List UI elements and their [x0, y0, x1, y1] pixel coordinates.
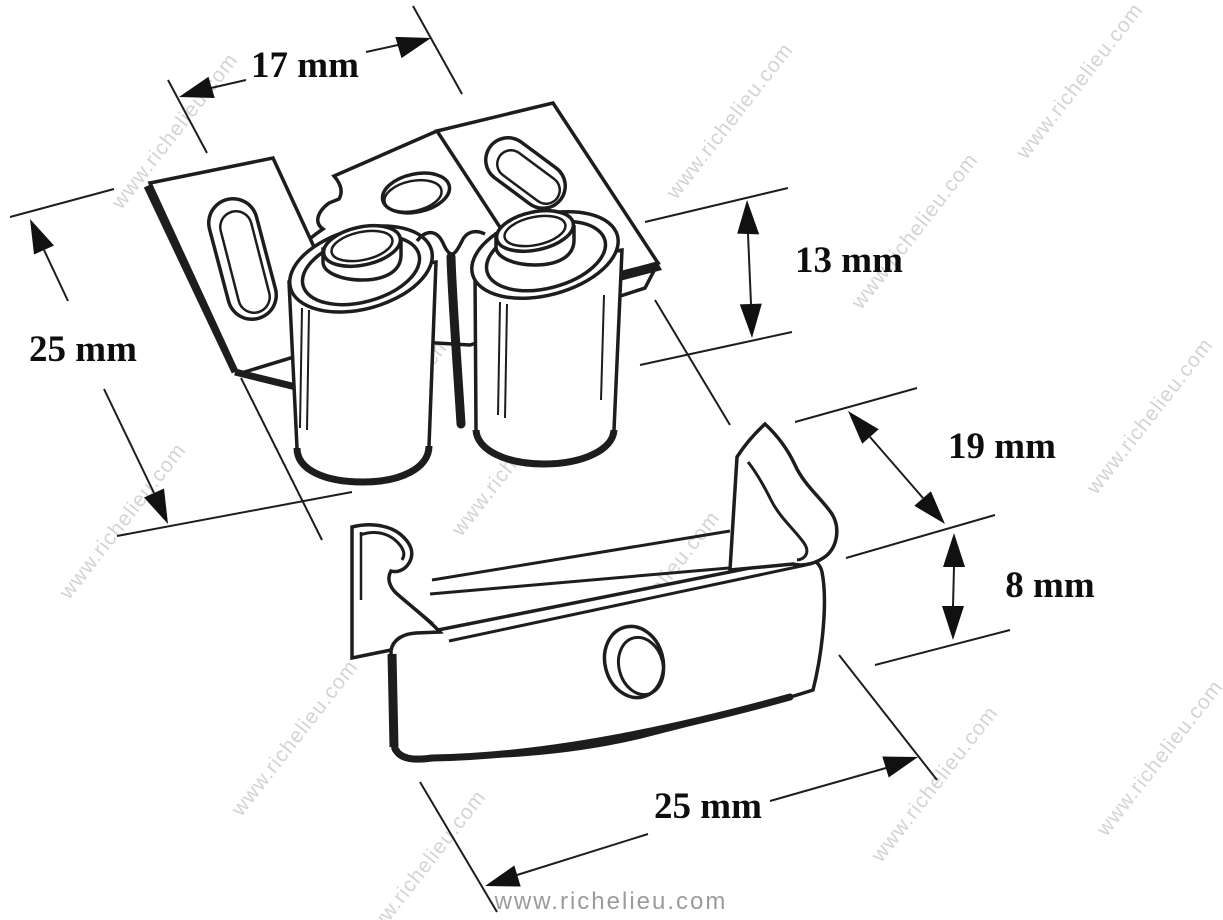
extension-line	[167, 79, 208, 154]
extension-line	[412, 5, 463, 95]
arrowhead	[914, 491, 945, 524]
clip-back-fold	[429, 566, 730, 596]
roller-accent-line	[504, 303, 508, 419]
watermark-text: www.richelieu.com	[661, 39, 797, 204]
dimension-line	[516, 833, 649, 876]
arrowhead	[179, 76, 215, 98]
left-roller-hub-inner	[330, 229, 394, 263]
catch-right-slot-inner	[498, 151, 559, 203]
clip-left-ear-inner	[396, 592, 434, 626]
arrowhead	[942, 606, 964, 640]
dimension-label-19mm: 19 mm	[948, 426, 1056, 467]
footer-watermark: www.richelieu.com	[494, 888, 728, 915]
arrowhead	[30, 219, 54, 255]
extension-line	[116, 491, 353, 537]
dimension-label-25mm-bottom: 25 mm	[654, 786, 762, 827]
dimension-line	[952, 566, 955, 607]
dimension-label-17mm: 17 mm	[251, 45, 359, 86]
extension-line	[794, 387, 918, 423]
dimension-8mm: 8 mm	[874, 533, 1095, 666]
dimension-line	[769, 767, 887, 802]
roller-accent-line	[497, 301, 501, 416]
right-roller-hub-top	[494, 208, 576, 254]
extension-line	[9, 188, 115, 218]
dimension-label-8mm: 8 mm	[1005, 565, 1095, 606]
arrowhead	[739, 303, 762, 338]
dimension-19mm: 19 mm	[794, 387, 1056, 559]
catch-left-slot-inner	[221, 212, 269, 312]
clip-right-ear-fold	[735, 422, 767, 458]
dimension-25mm-left: 25 mm	[9, 188, 353, 541]
roller-gap-shadow	[446, 252, 466, 429]
extension-line	[838, 654, 938, 781]
watermark-text: www.richelieu.com	[354, 786, 490, 920]
roller-accent-line	[306, 309, 310, 431]
extension-line	[419, 781, 498, 913]
catch-left-wing-thickness	[143, 184, 239, 374]
clip-bottom-thick-edge	[392, 693, 794, 763]
roller-catch-drawing	[143, 101, 662, 486]
extension-line	[240, 377, 323, 541]
watermark-text: www.richelieu.com	[1081, 334, 1217, 499]
dimension-13mm: 13 mm	[639, 187, 903, 426]
roller-accent-line	[299, 307, 303, 429]
strike-clip-drawing	[350, 421, 839, 763]
arrowhead	[882, 756, 918, 778]
catch-left-wing-thickness	[234, 368, 301, 392]
clip-screw-hole	[602, 624, 666, 700]
arrowhead	[737, 200, 760, 235]
clip-back-edge	[431, 529, 731, 582]
arrowhead	[848, 411, 879, 444]
clip-left-ear-inner	[359, 531, 406, 561]
right-roller-bottom	[472, 429, 618, 468]
dimension-line	[869, 436, 924, 499]
dimension-line	[103, 388, 155, 494]
arrowhead	[943, 533, 965, 567]
dimension-label-25mm-left: 25 mm	[29, 329, 137, 370]
dimension-line	[747, 233, 752, 305]
dimension-line	[43, 249, 69, 302]
clip-screw-hole-inner	[616, 635, 666, 697]
right-roller-hub-inner	[503, 214, 567, 248]
dimension-line	[365, 44, 399, 53]
clip-left-thickness	[387, 653, 399, 748]
dimension-line	[210, 79, 247, 89]
clip-lip-line	[448, 563, 807, 643]
watermark-text: www.richelieu.com	[1091, 676, 1223, 841]
catch-plate-hole-inner	[383, 178, 443, 214]
roller-accent-line	[600, 294, 605, 401]
extension-line	[639, 331, 793, 366]
arrowhead	[395, 36, 431, 59]
clip-left-ear	[350, 523, 444, 661]
dimension-25mm-bottom: 25 mm	[419, 654, 938, 913]
dimension-label-13mm: 13 mm	[795, 240, 903, 281]
clip-right-ear-inner	[746, 461, 809, 562]
extension-line	[874, 629, 1011, 666]
arrowhead	[144, 488, 168, 524]
watermark-text: www.richelieu.com	[846, 149, 982, 314]
arrowhead	[485, 865, 521, 887]
extension-line	[654, 299, 731, 426]
watermark-text: www.richelieu.com	[226, 656, 362, 821]
extension-line	[644, 187, 789, 223]
extension-line	[845, 514, 996, 559]
left-roller-hub-top	[321, 223, 403, 269]
watermark-text: www.richelieu.com	[1011, 0, 1147, 164]
watermark-text: www.richelieu.com	[54, 439, 190, 604]
dimension-17mm: 17 mm	[167, 5, 463, 154]
watermark-text: www.richelieu.com	[866, 702, 1002, 867]
left-roller-bottom	[293, 445, 433, 486]
